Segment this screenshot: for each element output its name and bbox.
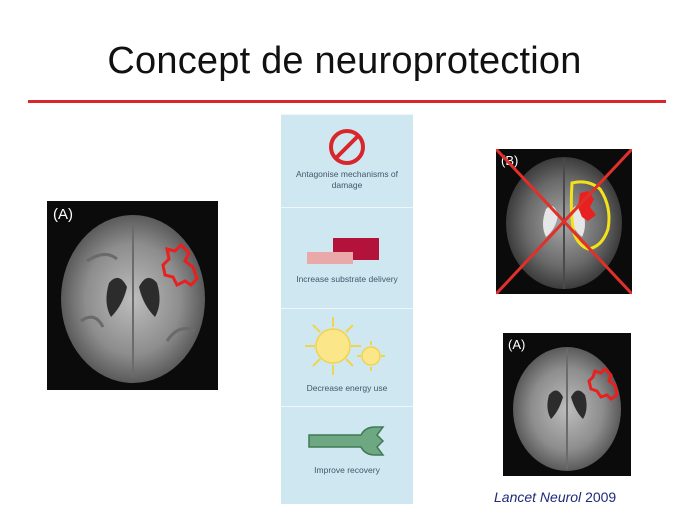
brain-scan-bottom-right-image: (A) — [508, 337, 621, 471]
core-lesion — [578, 191, 596, 221]
blocks-icon — [307, 238, 379, 264]
scan-label-top-right: (B) — [501, 153, 518, 168]
neuroprotection-panel: Antagonise mechanisms of damage Increase… — [281, 114, 413, 504]
panel-cell-substrate: Increase substrate delivery — [281, 207, 413, 300]
title-divider — [28, 100, 666, 103]
lesion-outline — [161, 242, 199, 288]
lesion-outline-small — [587, 366, 619, 401]
scan-label-bottom-right: (A) — [508, 337, 525, 352]
sun-icon — [305, 317, 385, 375]
panel-label-recovery: Improve recovery — [314, 465, 380, 475]
wrench-icon — [308, 426, 385, 456]
brain-scan-left-image: (A) — [53, 206, 205, 383]
slide-title: Concept de neuroprotection — [107, 40, 582, 82]
citation-year: 2009 — [585, 489, 617, 505]
brain-scan-top-right: (B) — [496, 149, 632, 294]
brain-scan-left: (A) — [47, 201, 218, 390]
prohibition-icon — [329, 129, 365, 165]
scan-label-left: (A) — [53, 206, 73, 223]
cross-line-2 — [496, 149, 632, 294]
brain-scan-top-right-image: (B) — [496, 149, 632, 294]
panel-label-substrate: Increase substrate delivery — [296, 274, 398, 284]
panel-label-energy: Decrease energy use — [306, 383, 388, 393]
panel-cell-energy: Decrease energy use — [281, 308, 413, 401]
brain-scan-bottom-right: (A) — [503, 333, 631, 476]
panel-label-antagonise: Antagonise mechanisms of damage — [295, 169, 399, 190]
panel-cell-recovery: Improve recovery — [281, 406, 413, 504]
citation: Lancet Neurol 2009 — [494, 489, 616, 505]
panel-cell-antagonise: Antagonise mechanisms of damage — [281, 114, 413, 207]
citation-journal: Lancet Neurol — [494, 489, 582, 505]
